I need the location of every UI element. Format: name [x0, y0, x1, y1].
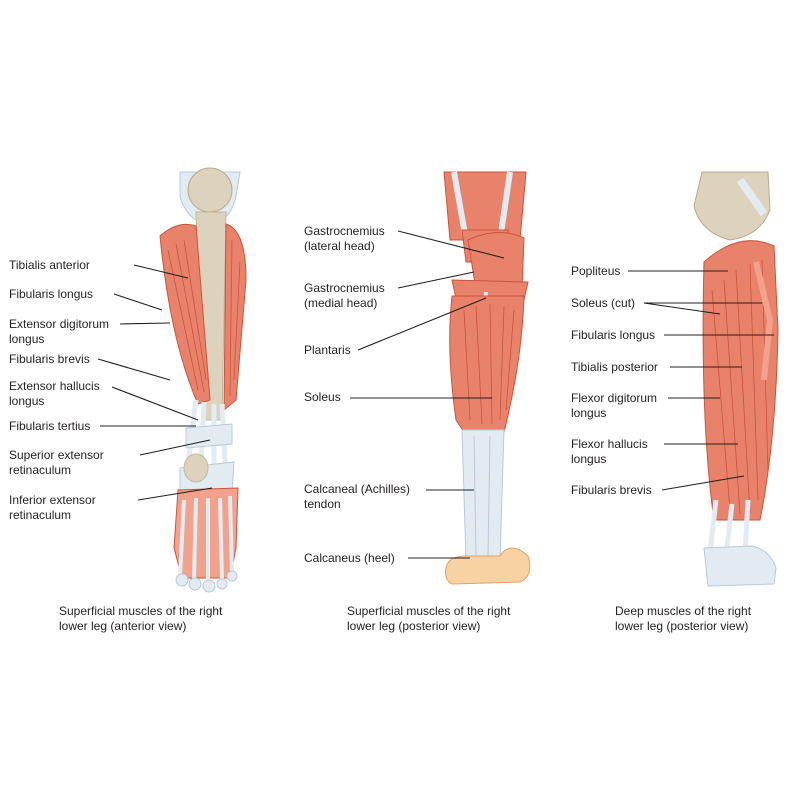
label-fibularis-longus-deep: Fibularis longus [571, 328, 656, 342]
posterior-superficial-leg-illustration [443, 171, 531, 585]
label-fibularis-brevis-anterior: Fibularis brevis [9, 352, 90, 366]
label-calcaneal-achilles-tendon: Calcaneal (Achilles) tendon [304, 482, 411, 511]
label-extensor-hallucis-longus: Extensor hallucis longus [9, 379, 100, 408]
label-fibularis-brevis-deep: Fibularis brevis [571, 483, 652, 497]
caption-posterior-deep-line-1: Deep muscles of the right [615, 604, 752, 618]
label-calcaneus-heel: Calcaneus (heel) [304, 551, 395, 565]
caption-posterior-superficial-line-1: Superficial muscles of the right [347, 604, 511, 618]
label-popliteus: Popliteus [571, 264, 621, 278]
caption-posterior-superficial-line-2: lower leg (posterior view) [347, 619, 481, 633]
label-plantaris: Plantaris [304, 343, 351, 357]
leader-lines [97, 230, 774, 559]
caption-anterior-line-2: lower leg (anterior view) [59, 619, 187, 633]
label-superior-extensor-retinaculum: Superior extensor retinaculum [9, 448, 104, 477]
label-gastrocnemius-medial-head: Gastrocnemius (medial head) [304, 281, 385, 310]
caption-anterior-line-1: Superficial muscles of the right [59, 604, 223, 618]
label-fibularis-tertius: Fibularis tertius [9, 419, 91, 433]
label-flexor-hallucis-longus: Flexor hallucis longus [571, 437, 648, 466]
label-flexor-digitorum-longus: Flexor digitorum longus [571, 391, 658, 420]
label-inferior-extensor-retinaculum: Inferior extensor retinaculum [9, 493, 96, 522]
label-gastrocnemius-lateral-head: Gastrocnemius (lateral head) [304, 224, 385, 253]
label-extensor-digitorum-longus: Extensor digitorum longus [9, 317, 110, 346]
caption-posterior-deep-line-2: lower leg (posterior view) [615, 619, 749, 633]
anterior-leg-illustration [159, 167, 247, 593]
posterior-deep-leg-illustration [693, 171, 779, 587]
label-soleus-cut: Soleus (cut) [571, 296, 636, 310]
label-tibialis-anterior: Tibialis anterior [9, 258, 90, 272]
label-fibularis-longus-anterior: Fibularis longus [9, 287, 94, 301]
label-soleus: Soleus [304, 390, 341, 404]
label-tibialis-posterior: Tibialis posterior [571, 360, 658, 374]
